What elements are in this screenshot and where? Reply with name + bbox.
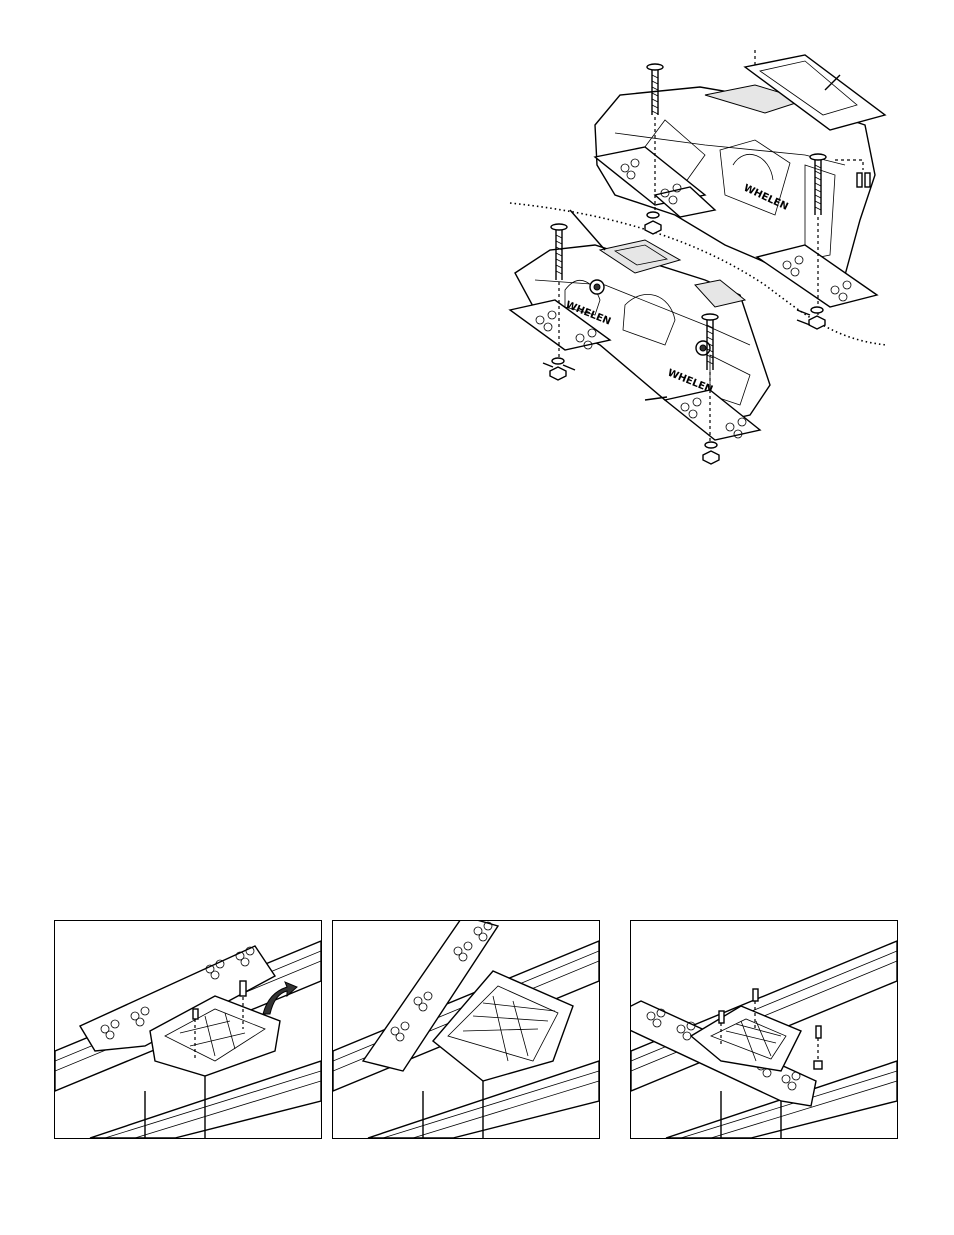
step-panel-3: [630, 920, 898, 1139]
washer-nut-lower-left: [543, 358, 575, 380]
washer-nut-upper-right: [797, 307, 825, 329]
mounting-foot-2: [363, 921, 573, 1081]
washer-nut-upper-left: [645, 212, 661, 234]
step-panel-1: [54, 920, 322, 1139]
step-panel-2: [332, 920, 600, 1139]
washer-nut-lower-right: [703, 442, 719, 464]
exploded-mounting-diagram: WHELEN: [505, 45, 895, 475]
